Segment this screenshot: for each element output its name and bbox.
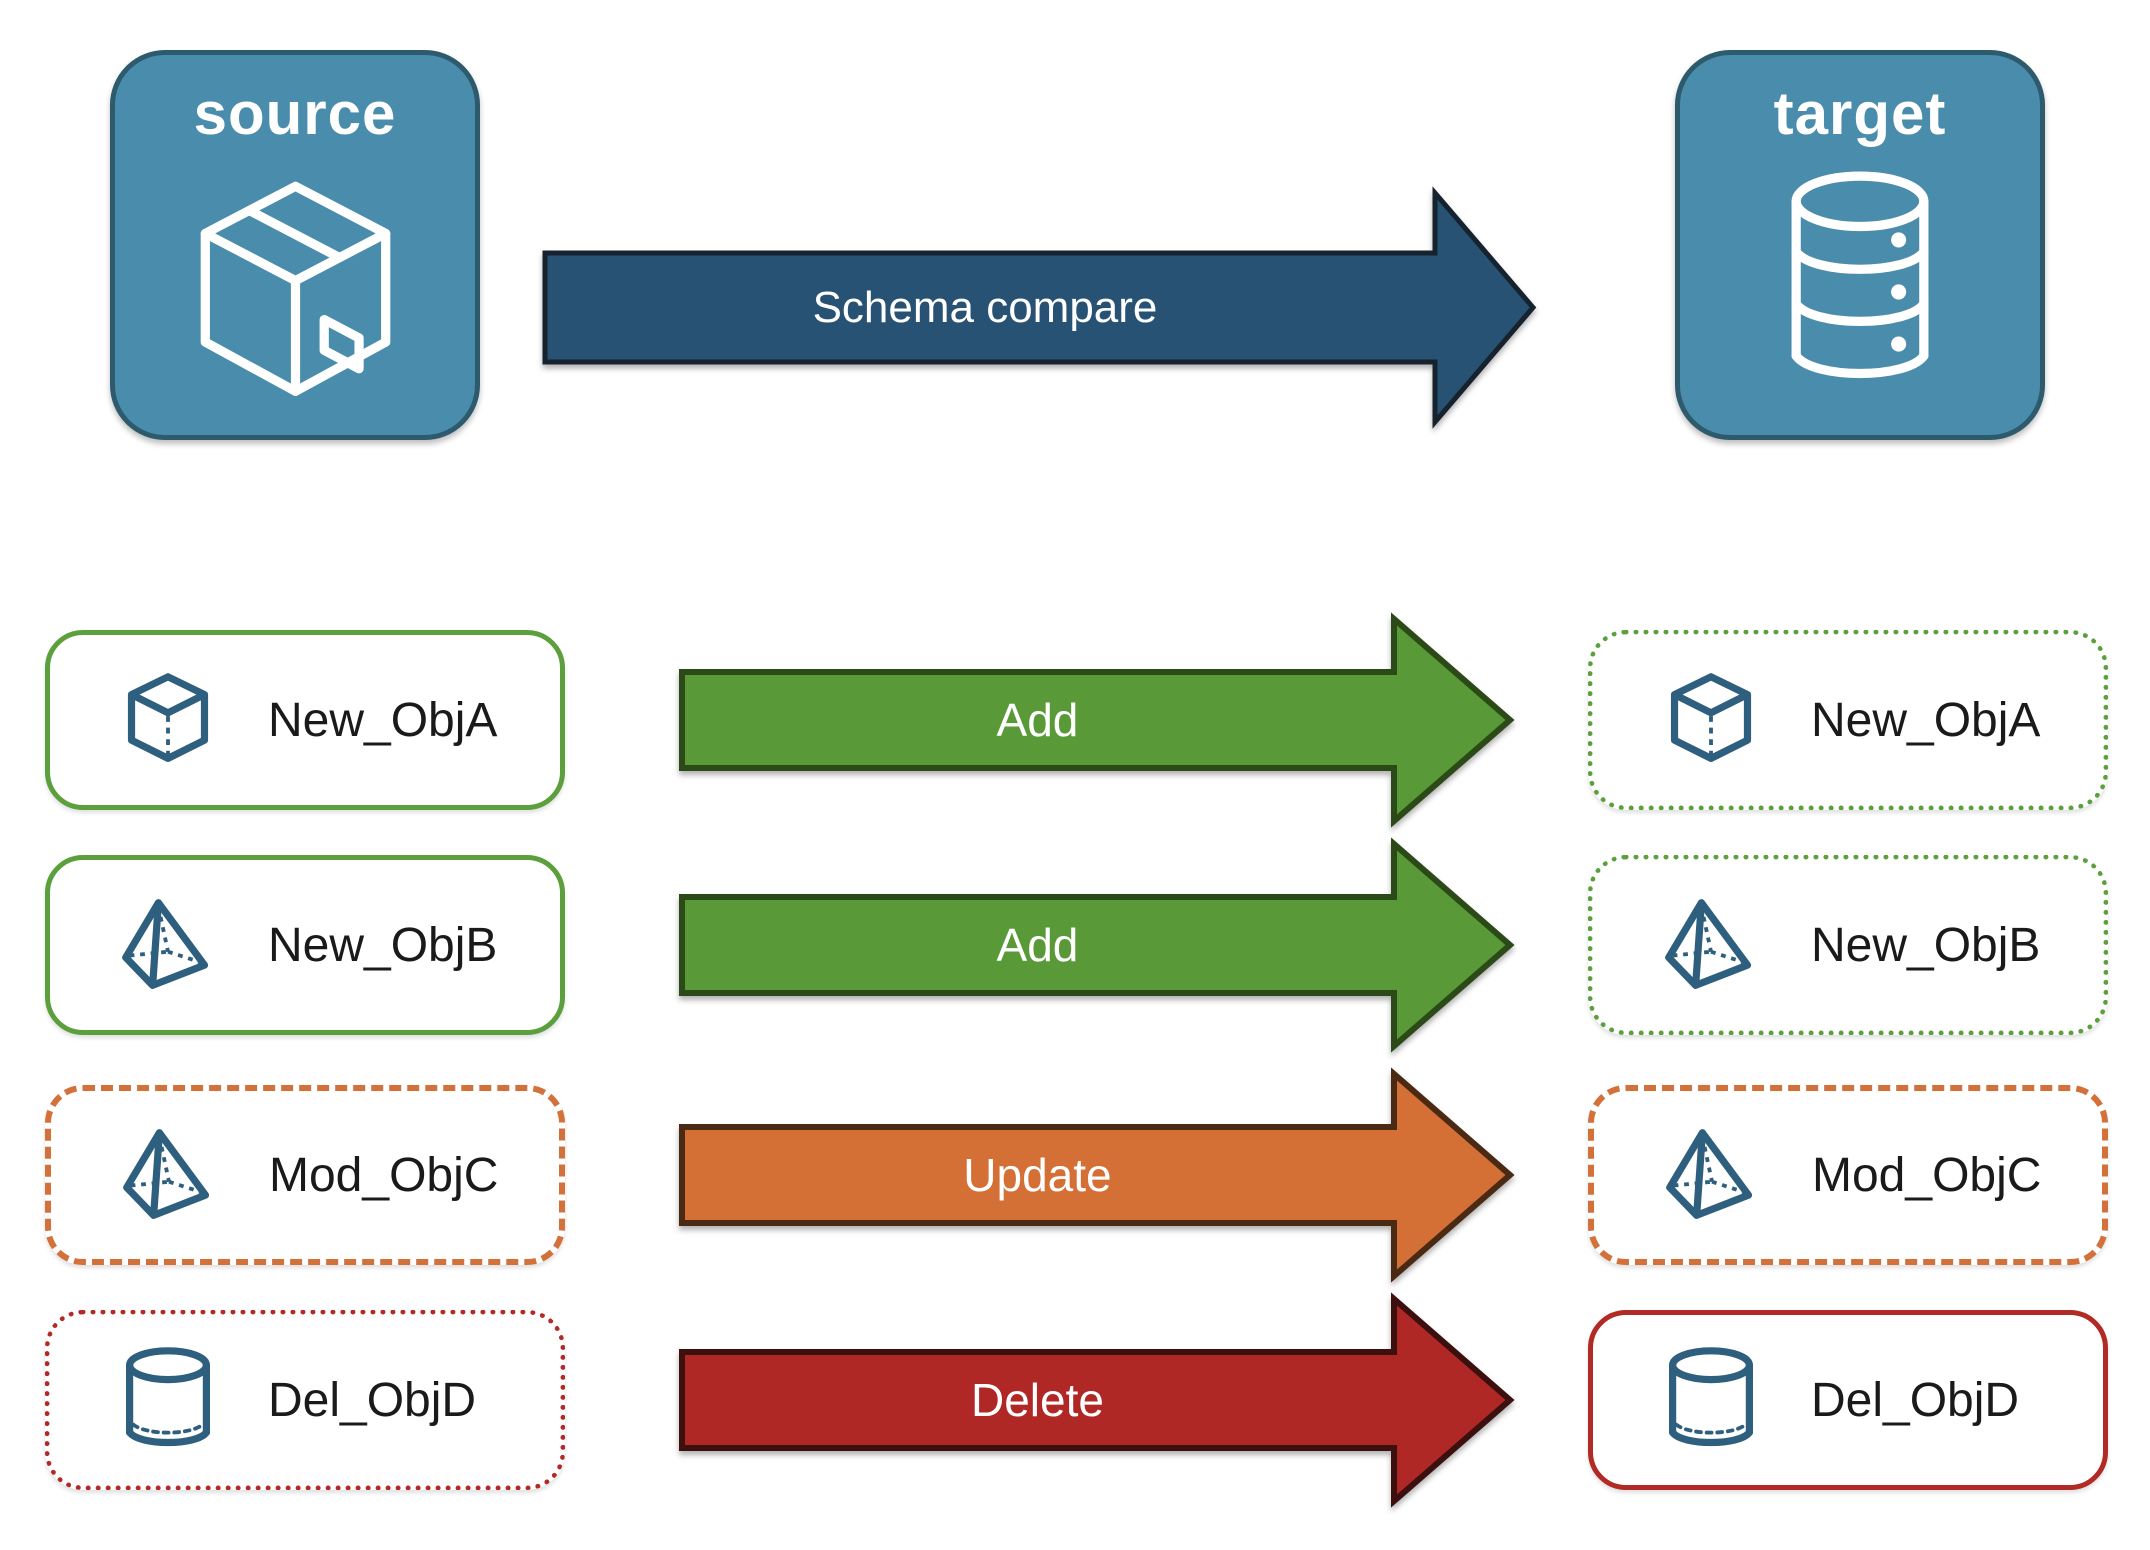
source-object-new-objb: New_ObjB xyxy=(45,855,565,1035)
target-object-new-obja: New_ObjA xyxy=(1588,630,2108,810)
target-object-new-objb: New_ObjB xyxy=(1588,855,2108,1035)
action-label: Add xyxy=(996,694,1079,746)
object-label: Del_ObjD xyxy=(268,1373,477,1427)
arrow-shape xyxy=(679,612,1515,828)
cube-icon xyxy=(120,672,216,768)
cube-icon xyxy=(1663,672,1759,768)
pyramid-icon xyxy=(1664,1127,1760,1223)
schema-compare-label: Schema compare xyxy=(812,282,1158,332)
arrow-shape xyxy=(679,1067,1515,1283)
target-panel: target xyxy=(1675,50,2045,440)
source-panel: source xyxy=(110,50,480,440)
action-label: Update xyxy=(963,1149,1112,1201)
cylinder-icon xyxy=(1663,1346,1759,1454)
object-label: New_ObjB xyxy=(1811,918,2041,972)
database-icon xyxy=(1776,166,1944,388)
pyramid-icon xyxy=(1663,897,1759,993)
source-object-del-objd: Del_ObjD xyxy=(45,1310,565,1490)
source-object-mod-objc: Mod_ObjC xyxy=(45,1085,565,1265)
add-arrow-row-2: Add xyxy=(678,837,1515,1053)
arrow-shape xyxy=(679,1292,1515,1508)
action-label: Delete xyxy=(970,1374,1104,1426)
arrow-shape xyxy=(679,837,1515,1053)
source-object-new-obja: New_ObjA xyxy=(45,630,565,810)
package-icon xyxy=(193,174,398,410)
object-label: New_ObjA xyxy=(268,693,498,747)
pyramid-icon xyxy=(121,1127,217,1223)
object-label: New_ObjB xyxy=(268,918,498,972)
object-label: Mod_ObjC xyxy=(269,1148,499,1202)
target-title: target xyxy=(1773,80,1947,147)
cylinder-icon xyxy=(120,1346,216,1454)
object-label: New_ObjA xyxy=(1811,693,2041,747)
object-label: Del_ObjD xyxy=(1811,1373,2020,1427)
source-title: source xyxy=(193,80,397,147)
object-label: Mod_ObjC xyxy=(1812,1148,2042,1202)
arrow-shape xyxy=(542,186,1537,429)
pyramid-icon xyxy=(120,897,216,993)
action-label: Add xyxy=(996,919,1079,971)
target-object-mod-objc: Mod_ObjC xyxy=(1588,1085,2108,1265)
schema-compare-arrow: Schema compare xyxy=(540,185,1540,430)
add-arrow-row-1: Add xyxy=(678,612,1515,828)
delete-arrow-row-4: Delete xyxy=(678,1292,1515,1508)
target-object-del-objd: Del_ObjD xyxy=(1588,1310,2108,1490)
update-arrow-row-3: Update xyxy=(678,1067,1515,1283)
